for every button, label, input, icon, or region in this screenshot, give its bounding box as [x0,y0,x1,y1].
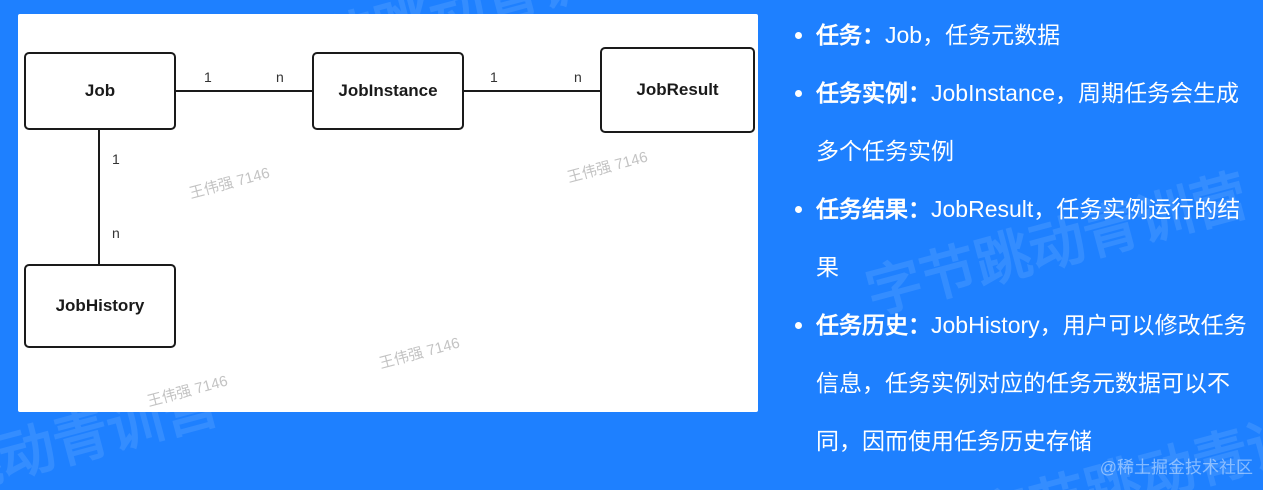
notes-list: 任务：Job，任务元数据 任务实例：JobInstance，周期任务会生成多个任… [782,6,1254,470]
edge-jobinstance-jobresult [464,90,600,92]
entity-label: JobInstance [338,81,438,100]
note-text: Job，任务元数据 [885,22,1061,48]
note-text: JobResult，任务实例运行的结果 [816,196,1241,280]
edge-job-jobhistory [98,130,100,264]
entity-label: Job [84,81,116,100]
note-item-task: 任务：Job，任务元数据 [816,6,1254,64]
note-term: 任务历史： [816,312,931,338]
author-watermark: 王伟强 7146 [565,148,650,187]
cardinality-label: n [276,69,284,85]
author-watermark: 王伟强 7146 [187,164,272,203]
note-item-task-history: 任务历史：JobHistory，用户可以修改任务信息，任务实例对应的任务元数据可… [816,296,1254,470]
note-text: JobHistory，用户可以修改任务信息，任务实例对应的任务元数据可以不同，因… [816,312,1247,454]
entity-box-jobinstance: JobInstance [312,52,464,130]
edge-job-jobinstance [176,90,312,92]
entity-box-job: Job [24,52,176,130]
note-term: 任务： [816,22,885,48]
note-item-task-result: 任务结果：JobResult，任务实例运行的结果 [816,180,1254,296]
note-item-task-instance: 任务实例：JobInstance，周期任务会生成多个任务实例 [816,64,1254,180]
notes-column: 任务：Job，任务元数据 任务实例：JobInstance，周期任务会生成多个任… [782,6,1254,470]
cardinality-label: n [112,225,120,241]
cardinality-label: 1 [204,69,212,85]
cardinality-label: 1 [490,69,498,85]
entity-label: JobHistory [55,296,145,315]
author-watermark: 王伟强 7146 [377,334,462,373]
diagram-panel: Job JobInstance JobResult JobHistory 1 n… [18,14,758,412]
cardinality-label: n [574,69,582,85]
note-term: 任务结果： [816,196,931,222]
note-text: JobInstance，周期任务会生成多个任务实例 [816,80,1240,164]
note-term: 任务实例： [816,80,931,106]
entity-box-jobhistory: JobHistory [24,264,176,348]
entity-box-jobresult: JobResult [600,47,755,133]
entity-label: JobResult [636,80,719,99]
author-watermark: 王伟强 7146 [145,372,230,411]
cardinality-label: 1 [112,151,120,167]
